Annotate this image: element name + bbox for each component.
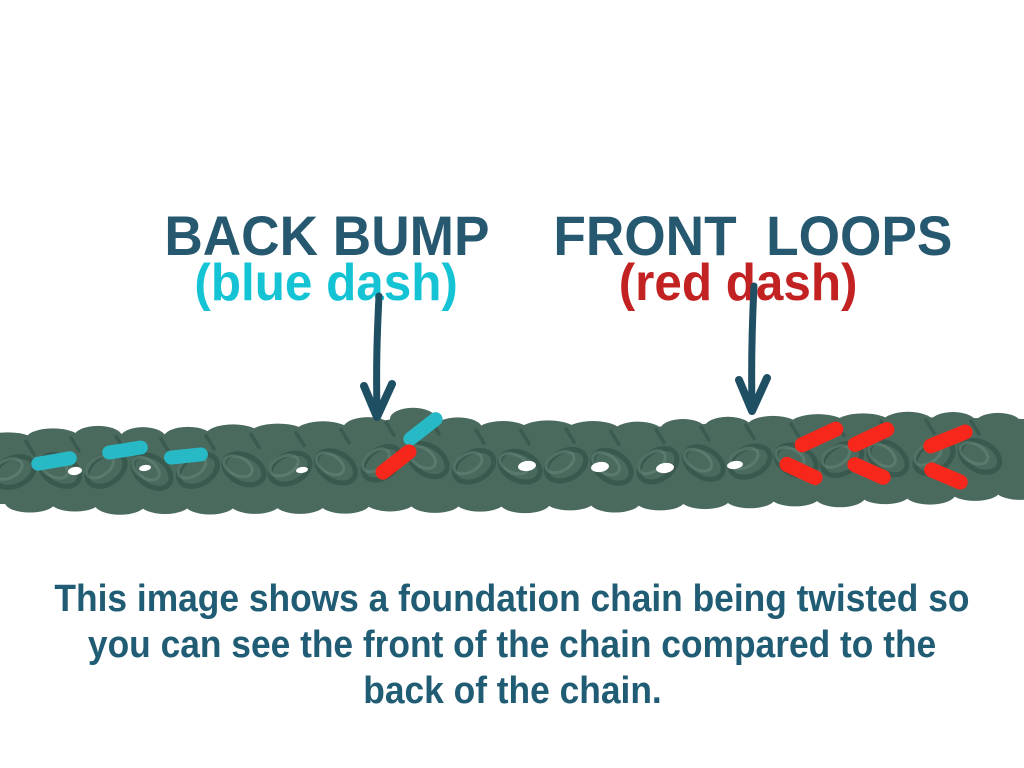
red-dash-mark <box>847 457 891 485</box>
blue-dash-mark <box>164 447 208 465</box>
back-bump-arrow-icon <box>360 292 396 421</box>
blue-dash-mark <box>102 440 148 460</box>
caption-line: back of the chain. <box>362 670 662 712</box>
dash-annotations <box>31 412 973 490</box>
blue-dash-mark <box>403 412 443 446</box>
red-dash-mark <box>779 456 823 486</box>
caption-text: This image shows a foundation chain bein… <box>0 576 1024 714</box>
yarn-chain <box>0 407 1024 515</box>
red-dash-mark <box>847 422 895 452</box>
caption-line: you can see the front of the chain compa… <box>87 624 937 666</box>
front-loops-label-text: FRONT LOOPS <box>553 204 953 267</box>
red-dash-label: (red dash) <box>554 205 863 361</box>
caption-line: This image shows a foundation chain bein… <box>54 578 970 620</box>
red-dash-label-text: (red dash) <box>618 254 858 312</box>
red-dash-mark <box>375 444 417 480</box>
blue-dash-label-text: (blue dash) <box>194 254 458 312</box>
arrow-annotations <box>360 282 771 421</box>
back-bump-label-text: BACK BUMP <box>164 204 490 267</box>
back-bump-label: BACK BUMP <box>94 152 498 320</box>
blue-dash-label: (blue dash) <box>129 205 464 361</box>
blue-dash-mark <box>31 451 77 471</box>
red-dash-mark <box>794 421 844 453</box>
red-dash-mark <box>923 424 973 454</box>
front-loops-label: FRONT LOOPS <box>481 152 963 320</box>
front-loops-arrow-icon <box>735 282 771 415</box>
red-dash-mark <box>924 462 968 490</box>
